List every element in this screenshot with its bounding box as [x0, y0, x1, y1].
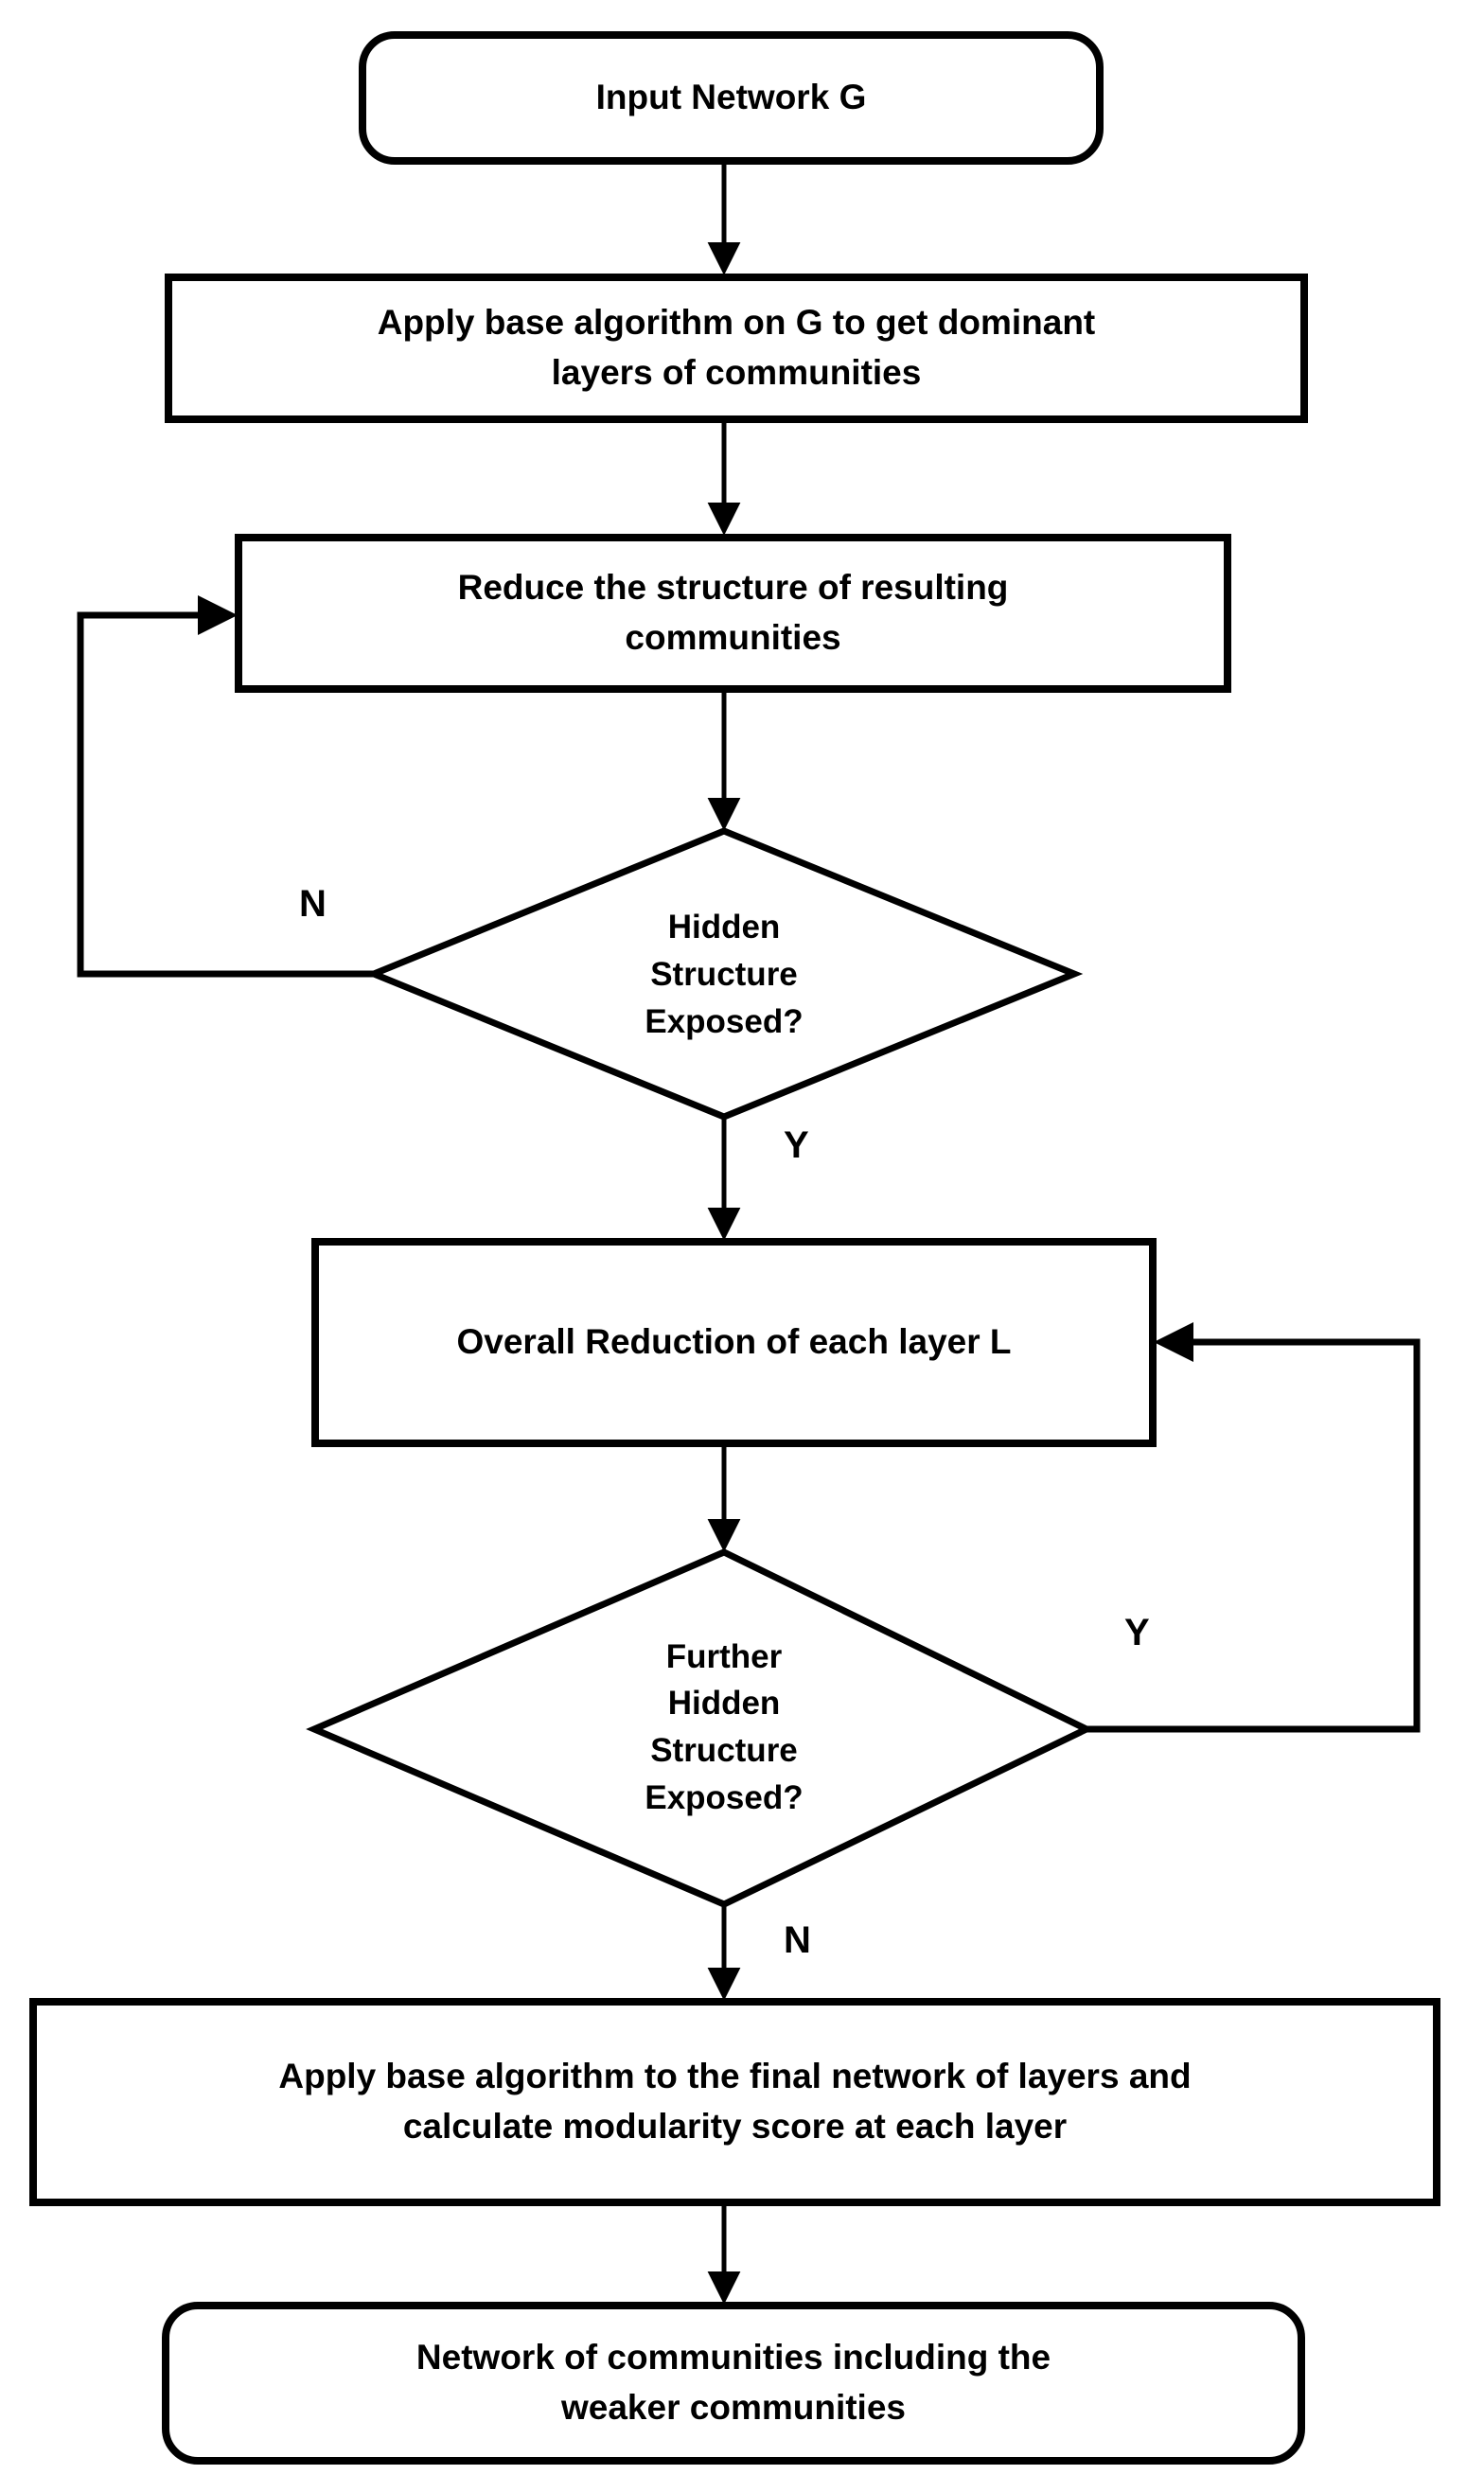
edge-decision2-yes-loop — [1086, 1322, 1421, 1733]
node-base-algorithm-shape[interactable] — [165, 274, 1308, 423]
edge-label-hidden-no: N — [299, 883, 327, 925]
edge-label-further-yes: Y — [1124, 1612, 1150, 1653]
node-overall-reduction-shape[interactable] — [311, 1238, 1157, 1447]
edge-decision1-no-loop — [77, 595, 374, 978]
node-end-shape[interactable] — [162, 2302, 1305, 2465]
edge-label-hidden-yes: Y — [784, 1124, 809, 1166]
edge-label-further-no: N — [784, 1919, 811, 1961]
node-final-modularity-shape[interactable] — [29, 1998, 1440, 2206]
node-reduce-structure-shape[interactable] — [235, 534, 1231, 693]
node-further-hidden-decision-shape[interactable] — [306, 1548, 1095, 1908]
node-hidden-structure-decision-shape[interactable] — [364, 827, 1084, 1121]
node-start-shape[interactable] — [359, 31, 1104, 165]
